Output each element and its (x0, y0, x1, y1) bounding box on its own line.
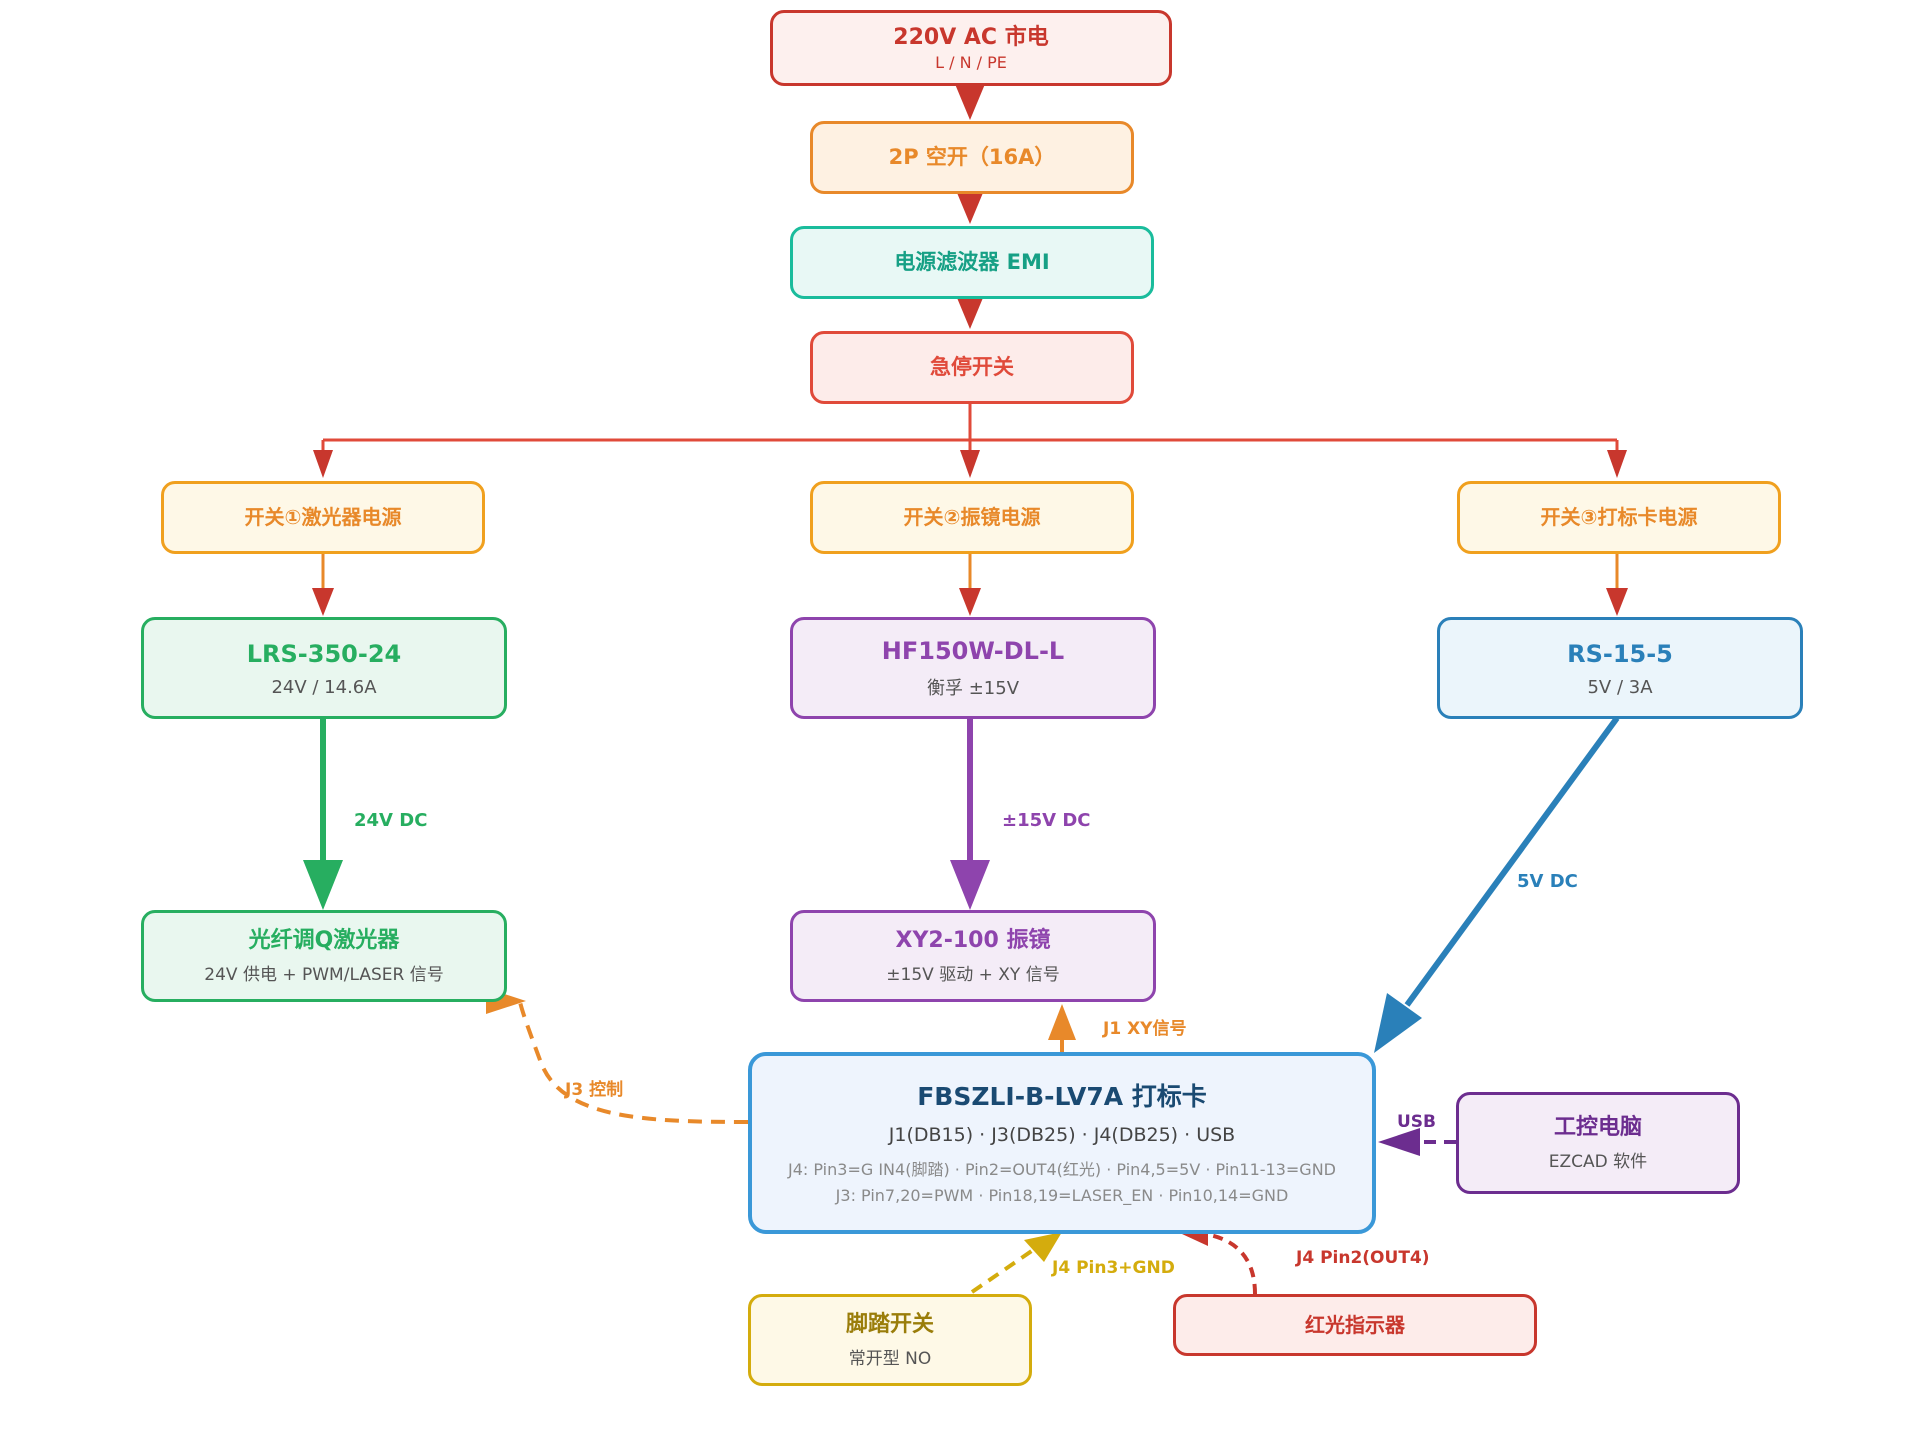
emi-to-estop-arrow (955, 293, 985, 329)
breaker-title: 2P 空开（16A） (888, 145, 1056, 170)
psu1-node: LRS-350-24 24V / 14.6A (141, 617, 507, 719)
sw1-title: 开关①激光器电源 (244, 505, 402, 529)
pc-title: 工控电脑 (1553, 1114, 1642, 1140)
pedal-sub: 常开型 NO (848, 1349, 932, 1370)
laser-node: 光纤调Q激光器 24V 供电 + PWM/LASER 信号 (141, 910, 507, 1002)
mains-title: 220V AC 市电 (893, 24, 1049, 50)
sw3-node: 开关③打标卡电源 (1457, 481, 1781, 554)
mains-to-breaker-arrow (955, 84, 985, 120)
pc-node: 工控电脑 EZCAD 软件 (1456, 1092, 1740, 1194)
pc-sub: EZCAD 软件 (1548, 1152, 1648, 1173)
emi-node: 电源滤波器 EMI (790, 226, 1154, 299)
usb-label: USB (1397, 1112, 1437, 1132)
laser-title: 光纤调Q激光器 (248, 927, 400, 953)
sw1-node: 开关①激光器电源 (161, 481, 485, 554)
pedal-title: 脚踏开关 (845, 1311, 934, 1337)
redlight-title: 红光指示器 (1305, 1312, 1405, 1337)
redlight-node: 红光指示器 (1173, 1294, 1537, 1356)
dc5-line (1374, 716, 1620, 1053)
galvo-title: XY2-100 振镜 (895, 927, 1051, 953)
emi-title: 电源滤波器 EMI (894, 250, 1050, 275)
sw1-to-psu1-arrow (312, 554, 334, 616)
mains-sub: L / N / PE (935, 53, 1007, 73)
psu2-title: HF150W-DL-L (881, 637, 1065, 665)
sw2-title: 开关②振镜电源 (903, 505, 1041, 529)
card-title: FBSZLI-B-LV7A 打标卡 (917, 1081, 1207, 1111)
psu1-sub: 24V / 14.6A (271, 676, 377, 698)
card-detail-j4: J4: Pin3=G IN4(脚踏) · Pin2=OUT4(红光) · Pin… (788, 1160, 1336, 1180)
psu3-node: RS-15-5 5V / 3A (1437, 617, 1803, 719)
dc24-label: 24V DC (354, 810, 428, 831)
pedal-node: 脚踏开关 常开型 NO (748, 1294, 1032, 1386)
psu3-title: RS-15-5 (1567, 639, 1673, 668)
dc15-line (950, 718, 990, 910)
psu2-sub: 衡孚 ±15V (926, 678, 1020, 699)
breaker-to-emi-arrow (955, 188, 985, 224)
sw2-node: 开关②振镜电源 (810, 481, 1134, 554)
psu1-title: LRS-350-24 (246, 639, 402, 668)
estop-title: 急停开关 (930, 355, 1014, 380)
j1-label: J1 XY信号 (1103, 1019, 1187, 1039)
pedal-line (970, 1232, 1062, 1294)
psu3-sub: 5V / 3A (1587, 676, 1653, 698)
psu2-node: HF150W-DL-L 衡孚 ±15V (790, 617, 1156, 719)
usb-line (1378, 1128, 1456, 1156)
sw2-to-psu2-arrow (959, 554, 981, 616)
dc24-line (303, 718, 343, 910)
galvo-sub: ±15V 驱动 + XY 信号 (886, 965, 1060, 986)
distribution-bus (313, 404, 1627, 478)
j4red-label: J4 Pin2(OUT4) (1296, 1248, 1430, 1268)
mains-node: 220V AC 市电 L / N / PE (770, 10, 1172, 86)
j1-xy-line (1048, 1004, 1076, 1052)
j3-label: J3 控制 (565, 1080, 624, 1100)
laser-sub: 24V 供电 + PWM/LASER 信号 (204, 965, 444, 986)
j4pedal-label: J4 Pin3+GND (1052, 1258, 1175, 1278)
estop-node: 急停开关 (810, 331, 1134, 404)
j3-control-line (486, 988, 749, 1124)
card-ports: J1(DB15) · J3(DB25) · J4(DB25) · USB (888, 1124, 1236, 1147)
card-detail-j3: J3: Pin7,20=PWM · Pin18,19=LASER_EN · Pi… (835, 1186, 1289, 1206)
dc5-label: 5V DC (1517, 871, 1578, 892)
sw3-title: 开关③打标卡电源 (1540, 505, 1698, 529)
card-node: FBSZLI-B-LV7A 打标卡 J1(DB15) · J3(DB25) · … (748, 1052, 1376, 1234)
breaker-node: 2P 空开（16A） (810, 121, 1134, 194)
galvo-node: XY2-100 振镜 ±15V 驱动 + XY 信号 (790, 910, 1156, 1002)
dc15-label: ±15V DC (1002, 810, 1091, 831)
sw3-to-psu3-arrow (1606, 554, 1628, 616)
